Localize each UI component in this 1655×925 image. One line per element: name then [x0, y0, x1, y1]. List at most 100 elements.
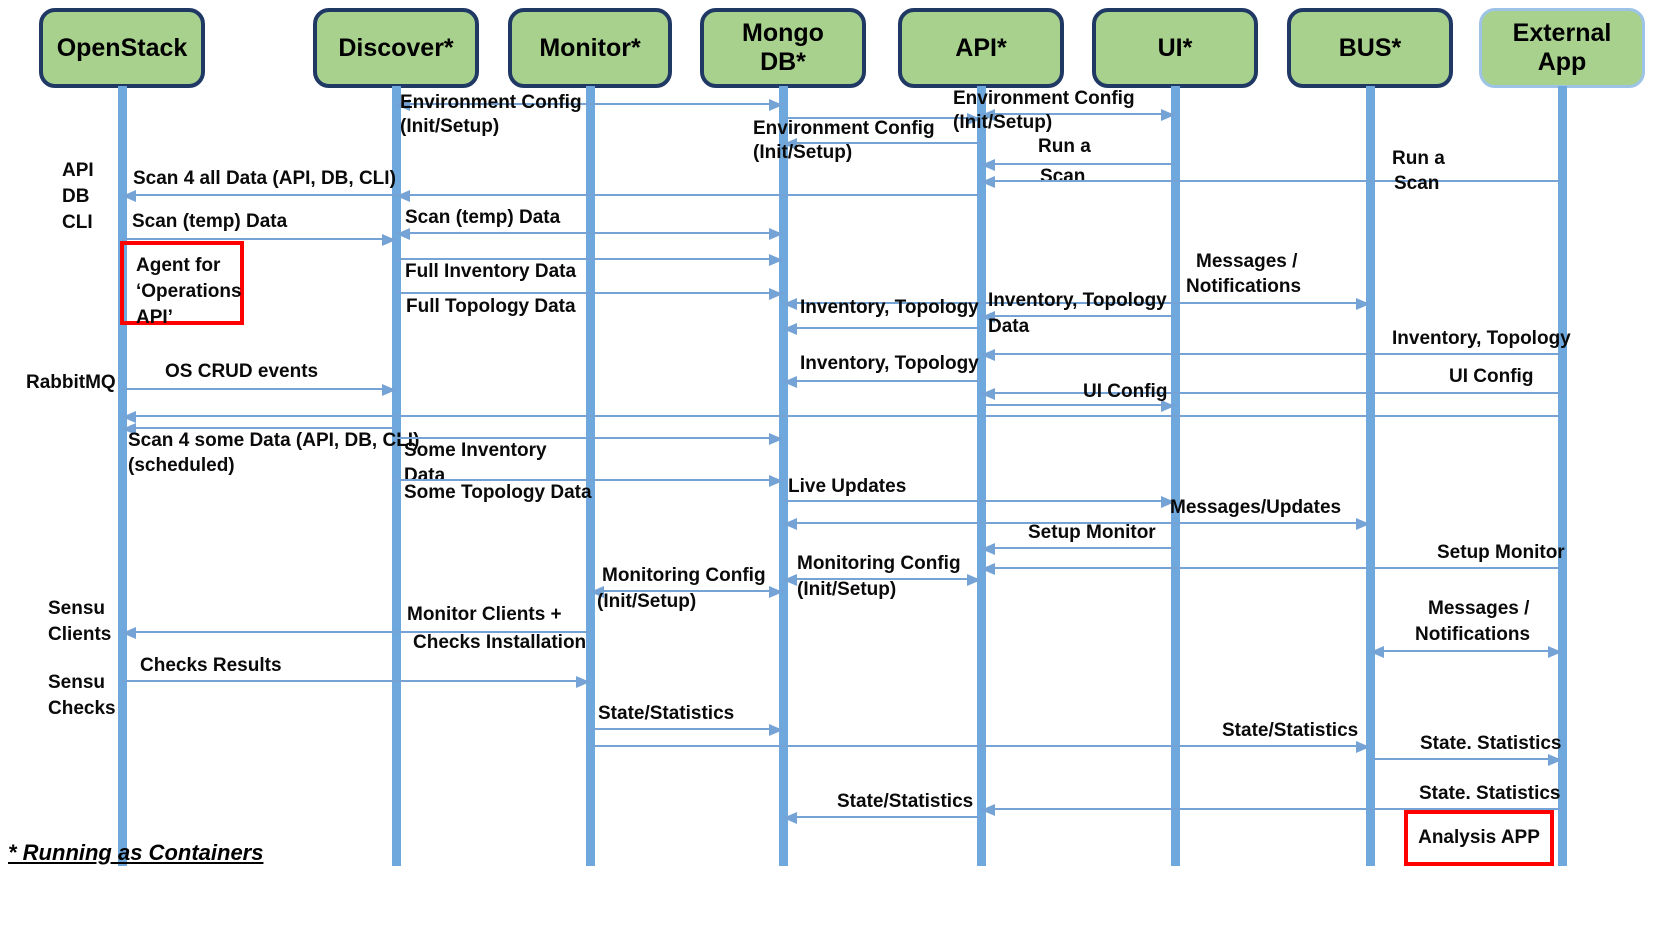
inventory-topology-data-ui-line — [981, 315, 1175, 317]
inventory-topology-api-mongo-1-arrowhead-left — [783, 323, 797, 335]
env-config-api-mongo-resp-arrowhead-left — [783, 138, 797, 150]
live-updates-arrowhead-right — [1161, 496, 1175, 508]
checks-results-label: Checks Results — [140, 655, 282, 676]
actor-label: External — [1512, 19, 1612, 48]
monitor-clients-checks-line — [122, 631, 590, 633]
messages-notifications-bus-label: Messages / — [1196, 251, 1298, 272]
inventory-topology-data-ui-label: Data — [988, 316, 1030, 337]
monitoring-config-mongo-api-label: (Init/Setup) — [797, 579, 897, 600]
scan-4-all-data-arrowhead-left — [396, 190, 410, 202]
run-a-scan-ext-api-arrowhead-left — [981, 176, 995, 188]
messages-notifications-ext-arrowhead-left — [1370, 646, 1384, 658]
messages-notifications-ext-label: Messages / — [1428, 598, 1530, 619]
env-config-api-ui-label: Environment Config — [953, 88, 1135, 109]
inventory-topology-api-mongo-1-label: Inventory, Topology — [800, 297, 979, 318]
monitor-clients-checks-label: Checks Installation — [413, 632, 587, 653]
some-topology-data-arrowhead-right — [769, 475, 783, 487]
scan-4-some-data-line — [122, 427, 396, 429]
monitoring-config-mon-mongo-label: (Init/Setup) — [597, 591, 697, 612]
state-statistics-api-mongo-arrowhead-left — [783, 812, 797, 824]
monitoring-config-mongo-api-label: Monitoring Config — [797, 553, 961, 574]
actor-box-bus: BUS* — [1287, 8, 1453, 88]
messages-updates-arrowhead-right — [1356, 518, 1370, 530]
actor-box-mon: Monitor* — [508, 8, 672, 88]
actor-label: DB* — [760, 48, 806, 76]
full-topology-data-label: Full Topology Data — [406, 296, 576, 317]
some-topology-data-line — [396, 479, 783, 481]
agent-operations-api-box-line: ‘Operations — [136, 281, 242, 302]
setup-monitor-ui-api-arrowhead-left — [981, 543, 995, 555]
messages-updates-arrowhead-left — [783, 518, 797, 530]
run-a-scan-ext-api-line — [981, 180, 1562, 182]
scan-temp-data-disc-mongo-arrowhead-left — [396, 228, 410, 240]
messages-notifications-bus-label: Notifications — [1186, 276, 1302, 297]
monitor-clients-checks-arrowhead-left — [122, 627, 136, 639]
actor-label: UI* — [1157, 33, 1193, 62]
env-config-api-mongo-resp-line — [783, 142, 981, 144]
sensu-clients-caption-line: Sensu — [48, 598, 106, 619]
state-statistics-ext-api-arrowhead-left — [981, 804, 995, 816]
scan-4-all-data-line — [122, 194, 981, 196]
agent-operations-api-box-line: Agent for — [136, 255, 221, 276]
run-a-scan-ui-api-arrowhead-left — [981, 159, 995, 171]
scan-temp-data-disc-mongo-line — [396, 232, 783, 234]
some-topology-data-label: Some Topology Data — [404, 482, 592, 503]
inventory-topology-ext-api-line — [981, 353, 1562, 355]
lifeline-ext — [1558, 86, 1567, 866]
api-db-cli-caption-line: API — [62, 160, 94, 181]
lifeline-mon — [586, 86, 595, 866]
checks-results-line — [122, 680, 590, 682]
api-db-cli-caption-line: DB — [62, 186, 90, 207]
inventory-topology-ext-api-arrowhead-left — [981, 349, 995, 361]
actor-box-os: OpenStack — [39, 8, 205, 88]
scan-temp-data-os-disc-line — [122, 238, 396, 240]
full-inventory-data-line — [396, 258, 783, 260]
env-config-mongo-api-req-line — [783, 117, 981, 119]
scan-temp-data-os-disc-arrowhead-right — [382, 234, 396, 246]
inventory-topology-api-mongo-2-label: Inventory, Topology — [800, 353, 979, 374]
actor-label: Mongo — [742, 19, 824, 48]
some-inventory-data-label: Some Inventory — [404, 440, 547, 461]
actor-box-api: API* — [898, 8, 1064, 88]
os-crud-events-arrowhead-right — [382, 384, 396, 396]
inventory-topology-api-mongo-2-arrowhead-left — [783, 376, 797, 388]
scan-4-some-data-label: (scheduled) — [128, 455, 235, 476]
lifeline-mongo — [779, 86, 788, 866]
rabbitmq-caption: RabbitMQ — [26, 370, 116, 396]
scan-4-some-data-label: Scan 4 some Data (API, DB, CLI) — [128, 430, 420, 451]
env-config-api-ui-arrowhead-right — [1161, 109, 1175, 121]
monitoring-config-mon-mongo-arrowhead-left — [590, 586, 604, 598]
run-a-scan-ui-api-line — [981, 163, 1175, 165]
state-statistics-mon-bus-line — [590, 745, 1370, 747]
inventory-topology-data-ui-arrowhead-left — [981, 311, 995, 323]
some-inventory-data-line — [396, 437, 783, 439]
run-a-scan-ext-api-label: Scan — [1394, 173, 1440, 194]
ui-config-api-ui-label: UI Config — [1083, 381, 1168, 402]
env-config-api-mongo-resp-label: Environment Config — [753, 118, 935, 139]
ext-to-os-line-line — [122, 415, 1562, 417]
state-statistics-api-mongo-label: State/Statistics — [837, 791, 974, 812]
state-statistics-ext-api-line — [981, 808, 1562, 810]
state-statistics-bus-ext-label: State. Statistics — [1420, 733, 1562, 754]
os-crud-events-line — [122, 388, 396, 390]
api-db-cli-caption-line: CLI — [62, 212, 93, 233]
ui-config-api-ui-arrowhead-right — [1161, 400, 1175, 412]
env-config-discover-mongo-label: Environment Config — [400, 92, 582, 113]
scan-4-all-data-label: Scan 4 all Data (API, DB, CLI) — [133, 168, 396, 189]
run-a-scan-ui-api-label: Run a — [1038, 136, 1091, 157]
messages-updates-label: Messages/Updates — [1170, 497, 1342, 518]
env-config-mongo-api-req-arrowhead-right — [967, 113, 981, 125]
env-config-api-ui-line — [981, 113, 1175, 115]
messages-notifications-bus-arrowhead-right — [1356, 298, 1370, 310]
env-config-api-mongo-resp-label: (Init/Setup) — [753, 142, 853, 163]
env-config-discover-mongo-arrowhead-left — [396, 99, 410, 111]
full-inventory-data-arrowhead-right — [769, 254, 783, 266]
actor-label: API* — [955, 33, 1007, 62]
state-statistics-bus-ext-line — [1370, 758, 1562, 760]
env-config-discover-mongo-label: (Init/Setup) — [400, 116, 500, 137]
